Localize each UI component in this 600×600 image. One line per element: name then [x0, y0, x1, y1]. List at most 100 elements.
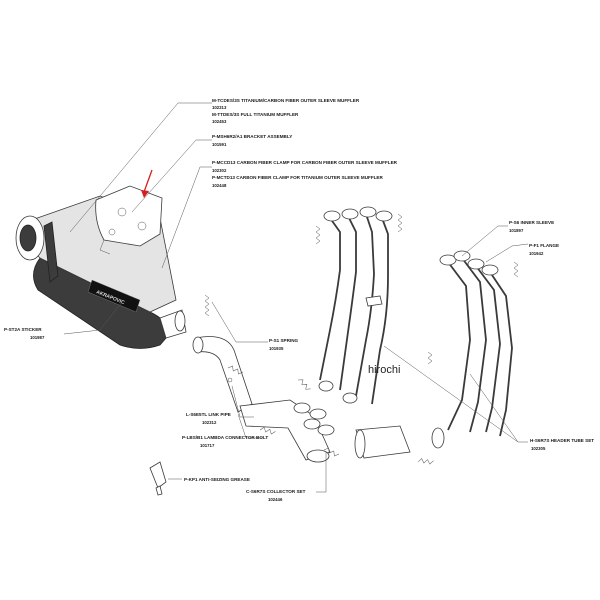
spring-label: P-S1 SPRING: [269, 338, 299, 343]
muffler-outlet: [19, 224, 37, 252]
spring-9: [427, 351, 433, 365]
header-flange-4: [375, 210, 393, 222]
flange-label: P-F1 FLANGE: [529, 243, 559, 248]
clamp-number-1: 102302: [212, 168, 227, 173]
bracket-number: 101591: [212, 142, 227, 147]
header-lower-end: [354, 429, 366, 459]
clamp-label-1: P-MCCD13 CARBON FIBER CLAMP FOR CARBON F…: [212, 160, 398, 165]
collector-number: 102446: [268, 497, 283, 502]
bracket-tab: [99, 239, 111, 255]
header-label: H-S6R7S HEADER TUBE SET: [530, 438, 594, 443]
sticker-label: P-ST2A STICKER: [4, 327, 42, 332]
bracket-plate: [95, 185, 163, 247]
header-tube-8: [489, 271, 513, 437]
inner-sleeve-number: 101897: [509, 228, 524, 233]
collector-inlet-3: [303, 418, 321, 430]
link-pipe-body: [195, 336, 253, 413]
leader-bracket: [131, 139, 212, 213]
leader-clamp: [161, 166, 212, 269]
leader-link-pipe: [231, 385, 254, 418]
leader-lambda-bolt: [237, 413, 262, 439]
collector-inlet-4: [317, 424, 335, 436]
clamp-number-2: 102448: [212, 183, 227, 188]
springs: [204, 213, 519, 465]
grease-tube-nozzle: [155, 485, 163, 496]
link-pipe-sensor-boss: [227, 377, 233, 383]
collector-outlet: [306, 449, 330, 463]
header-tubes-right: [354, 250, 513, 459]
highlight-arrow: [141, 169, 153, 198]
spring-6: [259, 426, 276, 435]
bracket-label: P-MSH6R2/A1 BRACKET ASSEMBLY: [212, 134, 292, 139]
link-pipe-number: 102312: [202, 420, 217, 425]
muffler-number-2: 102453: [212, 119, 227, 124]
bracket-hole-3: [108, 228, 116, 236]
spring-5: [397, 213, 403, 233]
header-tube-4: [371, 217, 389, 405]
header-flange-3: [359, 206, 377, 218]
collector-inlet-2: [309, 408, 327, 420]
muffler-inlet-opening: [174, 310, 186, 332]
leader-inner-sleeve: [461, 225, 508, 257]
sticker-number: 101987: [30, 335, 45, 340]
arrow-shaft: [143, 169, 153, 193]
header-flange-1: [323, 210, 341, 222]
callouts: M-TCDES/3S TITANIUM/CARBON FIBER OUTER S…: [4, 98, 594, 502]
header-end-1: [318, 380, 334, 392]
leader-collector: [316, 452, 327, 493]
leader-sticker: [63, 301, 123, 335]
grease-label: P-KP1 ANTI-SEIZING GREASE: [184, 477, 250, 482]
leader-muffler: [69, 102, 212, 233]
muffler-label-2: M-TTDES/3S FULL TITANIUM MUFFLER: [212, 112, 299, 117]
header-tube-2: [339, 215, 357, 391]
spring-2: [227, 365, 244, 375]
muffler-label-1: M-TCDES/3S TITANIUM/CARBON FIBER OUTER S…: [212, 98, 360, 103]
leader-header-2: [469, 373, 519, 443]
header-flange-8: [481, 264, 499, 276]
collector-label: C-S6R7S COLLECTOR SET: [246, 489, 306, 494]
header-end-2: [342, 392, 358, 404]
spring-1: [204, 294, 210, 317]
lambda-bolt-number: 101717: [200, 443, 215, 448]
header-flange-6: [453, 250, 471, 262]
link-pipe-part: [192, 336, 253, 413]
link-pipe-end: [192, 336, 204, 354]
header-lower-end-2: [431, 427, 445, 449]
leader-header-1: [383, 345, 528, 443]
leader-spring: [211, 301, 268, 343]
bracket-hole-2: [137, 221, 147, 231]
bracket-hole-1: [117, 207, 127, 217]
header-number: 102305: [531, 446, 546, 451]
header-tube-1: [319, 217, 341, 381]
collector-part: [239, 399, 335, 463]
spring-number: 101935: [269, 346, 284, 351]
header-clip: [365, 295, 383, 307]
grease-tube: [149, 461, 167, 496]
leader-lines: [63, 102, 529, 493]
header-tube-7: [475, 265, 501, 433]
spring-7: [323, 447, 340, 457]
spring-3: [297, 379, 311, 390]
header-flange-2: [341, 208, 359, 220]
grease-tube-body: [149, 461, 167, 489]
spring-10: [513, 261, 519, 278]
clamp-label-2: P-MCTD13 CARBON FIBER CLAMP FOR TITANIUM…: [212, 175, 384, 180]
watermark: hirochi: [368, 364, 400, 376]
header-tube-5: [447, 261, 471, 431]
header-tubes-left: [318, 206, 393, 405]
muffler-number-1: 102313: [212, 105, 227, 110]
lambda-bolt-label: P-LBS/B1 LAMBDA CONNECTOR BOLT: [182, 435, 268, 440]
header-flange-7: [467, 258, 485, 270]
muffler: AKRAPOVIC: [15, 195, 187, 349]
muffler-front-clamp: [43, 221, 59, 283]
arrow-head: [141, 190, 149, 198]
inner-sleeve-label: P-S6 INNER SLEEVE: [509, 220, 554, 225]
header-flange-5: [439, 254, 457, 266]
bracket-assembly: [95, 185, 163, 255]
spring-8: [417, 458, 434, 465]
spring-4: [315, 225, 321, 245]
collector-inlet-1: [293, 402, 311, 414]
link-pipe-label: L-S6E5TL LINK PIPE: [186, 412, 231, 417]
